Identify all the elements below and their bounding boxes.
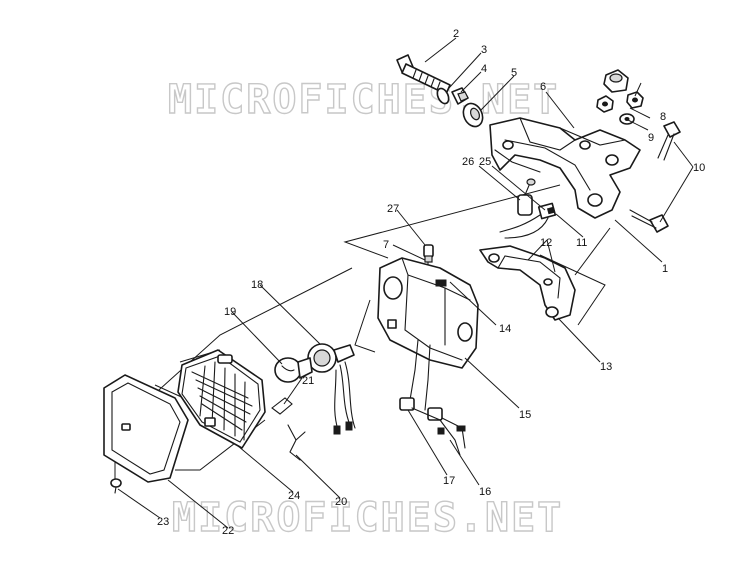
callout-27: 27	[387, 203, 399, 215]
callout-5: 5	[511, 67, 517, 79]
callout-17: 17	[443, 475, 455, 487]
bolt-part-10-lower	[629, 209, 669, 233]
nut-part-8	[626, 91, 644, 109]
nut-top-left	[596, 95, 614, 113]
washer-part-3	[436, 87, 450, 105]
watermark-top: MICROFICHES.NET	[168, 77, 559, 123]
washer-part-9	[619, 113, 635, 125]
callout-4: 4	[481, 63, 487, 75]
callout-3: 3	[481, 44, 487, 56]
callout-18: 18	[251, 279, 263, 291]
bushing-part-6	[603, 69, 629, 93]
callout-numbers: 2 3 4 5 6 8 9 10 1 26 25 11 12 13 27 7 1…	[157, 28, 705, 537]
callout-6: 6	[540, 81, 546, 93]
callout-20: 20	[335, 496, 347, 508]
connector-part-25	[499, 202, 557, 239]
callout-15: 15	[519, 409, 531, 421]
callout-10: 10	[693, 162, 705, 174]
callout-11: 11	[576, 237, 587, 249]
callout-2: 2	[453, 28, 459, 40]
callout-7: 7	[383, 239, 389, 251]
callout-24: 24	[288, 490, 300, 502]
bolt-part-2	[396, 54, 451, 95]
callout-19: 19	[224, 306, 236, 318]
clip-part-20	[287, 424, 306, 461]
callout-14: 14	[499, 323, 511, 335]
grommet-part-5	[462, 102, 484, 128]
callout-9: 9	[648, 132, 654, 144]
screw-part-23	[110, 478, 122, 494]
bulb-socket-part-18	[307, 343, 356, 435]
callout-25: 25	[479, 156, 491, 168]
explode-lines	[114, 184, 611, 480]
bezel-part-22	[103, 374, 189, 483]
lower-bracket-part-13	[479, 245, 576, 321]
callout-13: 13	[600, 361, 612, 373]
wire-harness-part-16	[399, 339, 466, 456]
switch-part-26	[517, 178, 536, 216]
lens-part-24	[177, 349, 266, 449]
callout-12: 12	[540, 237, 552, 249]
headlight-housing-part-15	[377, 257, 479, 369]
bolt-part-10-upper	[657, 121, 681, 161]
clip-part-21	[271, 397, 293, 415]
callout-8: 8	[660, 111, 666, 123]
callout-26: 26	[462, 156, 474, 168]
watermark-bottom: MICROFICHES.NET	[172, 495, 563, 541]
callout-16: 16	[479, 486, 491, 498]
mounting-bracket-part-1	[489, 117, 641, 219]
leader-lines	[117, 37, 694, 529]
callout-21: 21	[302, 375, 314, 387]
callout-1: 1	[662, 263, 668, 275]
callout-22: 22	[222, 525, 234, 537]
callout-23: 23	[157, 516, 169, 528]
nut-part-4	[451, 87, 469, 105]
